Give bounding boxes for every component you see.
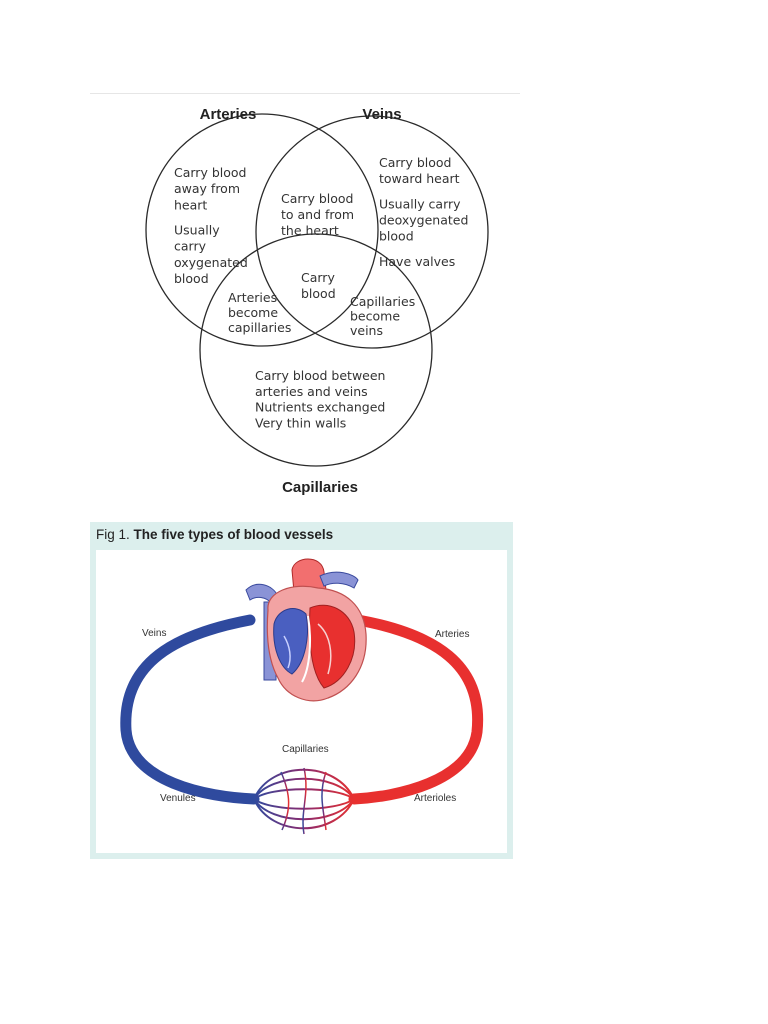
venn-text-line: Carry [301, 270, 335, 285]
venn-text-line: blood [379, 229, 414, 244]
venn-text-line: veins [350, 323, 383, 338]
figure-caption-prefix: Fig 1. [96, 527, 130, 542]
arteries-label: Arteries [435, 629, 469, 640]
venn-text-line: heart [174, 197, 207, 212]
venule-vessel [134, 754, 256, 801]
arteries-title: Arteries [200, 106, 257, 123]
venn-text-line: Usually carry [379, 196, 461, 211]
venn-text-line: Have valves [379, 254, 455, 269]
capillaries-circle [199, 233, 433, 467]
venn-text-line: blood [174, 271, 209, 286]
venn-text-line: carry [174, 239, 207, 254]
venn-text-line: Carry blood between [255, 368, 385, 383]
figure-panel: Fig 1. The five types of blood vessels [90, 522, 513, 859]
venn-text-line: arteries and veins [255, 384, 368, 399]
venn-text-line: away from [174, 181, 240, 196]
heart-icon [245, 558, 367, 702]
venn-text-line: blood [301, 286, 336, 301]
venn-text-line: Carry blood [174, 165, 246, 180]
capillaries-label: Capillaries [282, 744, 329, 755]
veins-label: Veins [142, 628, 166, 639]
blood-vessel-illustration: Veins Arteries Capillaries Venules Arter… [120, 558, 484, 835]
capillary-bed [253, 767, 355, 835]
figure-caption-title: The five types of blood vessels [133, 527, 334, 542]
venn-text-line: Usually [174, 223, 220, 238]
arteriole-vessel [352, 760, 469, 801]
vein-vessel [120, 614, 260, 805]
venn-text-line: Nutrients exchanged [255, 400, 385, 415]
veins-circle [255, 115, 489, 349]
venn-text-line: Carry blood [379, 155, 451, 170]
artery-vessel [348, 614, 484, 805]
venn-text-line: Carry blood [281, 191, 353, 206]
veins-title: Veins [362, 106, 401, 123]
figure-illustration-area: Veins Arteries Capillaries Venules Arter… [96, 550, 507, 853]
capillaries-title: Capillaries [282, 479, 358, 496]
venn-text-line: Arteries [228, 290, 277, 305]
venn-text-line: capillaries [228, 320, 291, 335]
venn-text-line: the heart [281, 223, 339, 238]
venn-text-line: Very thin walls [255, 415, 346, 430]
venn-diagram: Arteries Veins Capillaries Carry bloodaw… [145, 106, 489, 496]
arterioles-label: Arterioles [414, 793, 456, 804]
venules-label: Venules [160, 793, 196, 804]
venn-text-line: become [228, 305, 278, 320]
figure-caption: Fig 1. The five types of blood vessels [96, 527, 333, 542]
top-divider [90, 93, 520, 94]
venn-text-line: to and from [281, 207, 354, 222]
venn-text-line: toward heart [379, 171, 460, 186]
venn-text-line: Capillaries [350, 294, 415, 309]
venn-text-line: become [350, 309, 400, 324]
venn-text-line: deoxygenated [379, 213, 468, 228]
arteries-circle [145, 113, 379, 347]
venn-text-line: oxygenated [174, 255, 248, 270]
